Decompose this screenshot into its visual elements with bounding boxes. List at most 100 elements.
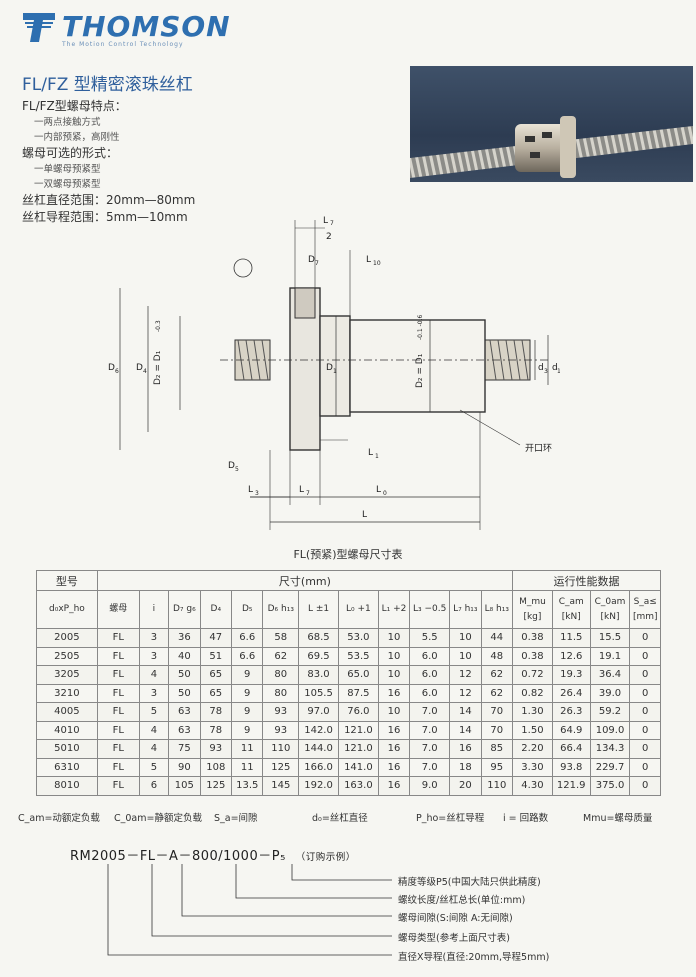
table-cell: 163.0 xyxy=(337,776,379,796)
table-cell: FL xyxy=(96,702,140,722)
table-cell: 0 xyxy=(629,665,661,685)
table-cell: FL xyxy=(96,683,140,703)
table-cell: 26.3 xyxy=(551,702,591,722)
table-cell: 65 xyxy=(199,683,233,703)
table-cell: FL xyxy=(96,665,140,685)
feature-item: 一双螺母预紧型 xyxy=(34,179,101,190)
label-l3-sub: 3 xyxy=(255,490,259,497)
table-cell: 11.5 xyxy=(551,628,591,648)
table-cell: 229.7 xyxy=(589,757,631,777)
table-cell: FL xyxy=(96,720,140,740)
table-cell: 6.0 xyxy=(409,665,451,685)
table-cell: 44 xyxy=(480,628,514,648)
table-cell: 3205 xyxy=(36,665,98,685)
table-cell: 78 xyxy=(199,720,233,740)
table-cell: 4005 xyxy=(36,702,98,722)
ball-screw-photo-icon xyxy=(410,116,693,178)
nut-sleeve xyxy=(349,319,486,413)
table-cell: 0 xyxy=(629,776,661,796)
table-cell: 53.5 xyxy=(337,646,379,666)
label-l1: L xyxy=(368,448,373,458)
table-cell: 51 xyxy=(199,646,233,666)
table-cell: 4 xyxy=(138,720,170,740)
table-cell: 90 xyxy=(168,757,201,777)
table-cell: 39.0 xyxy=(589,683,631,703)
label-d7: D xyxy=(308,255,315,265)
table-cell: 145 xyxy=(262,776,300,796)
label-L: L xyxy=(362,510,367,520)
feature-item: 一单螺母预紧型 xyxy=(34,164,101,175)
table-cell: 0 xyxy=(629,683,661,703)
label-d1b-sub: 1 xyxy=(557,368,560,375)
table-cell: 109.0 xyxy=(589,720,631,740)
table-cell: 12.6 xyxy=(551,646,591,666)
table-cell: 0 xyxy=(629,739,661,759)
table-cell: 8010 xyxy=(36,776,98,796)
table-cell: 6 xyxy=(138,776,170,796)
column-header: L₁ +2 xyxy=(377,590,411,629)
table-caption: FL(预紧)型螺母尺寸表 xyxy=(293,548,403,561)
order-note: 精度等级P5(中国大陆只供此精度) xyxy=(398,877,541,888)
table-cell: 48 xyxy=(480,646,514,666)
table-cell: 70 xyxy=(480,720,514,740)
order-example-label: （订购示例） xyxy=(295,852,356,863)
label-l0-sub: 0 xyxy=(383,490,387,497)
order-note: 直径X导程(直径:20mm,导程5mm) xyxy=(398,952,550,963)
label-l7-bottom-sub: 7 xyxy=(306,490,310,497)
order-note: 螺纹长度/丝杠总长(单位:mm) xyxy=(398,895,526,906)
table-cell: 62 xyxy=(480,683,514,703)
table-cell: 26.4 xyxy=(551,683,591,703)
table-cell: 4010 xyxy=(36,720,98,740)
table-cell: 0 xyxy=(629,646,661,666)
table-cell: 108 xyxy=(199,757,233,777)
label-l7-bottom: L xyxy=(299,485,304,495)
label-l7: L xyxy=(323,216,328,226)
table-cell: 87.5 xyxy=(337,683,379,703)
label-d1-sub: 1 xyxy=(333,368,337,375)
table-cell: 6.0 xyxy=(409,683,451,703)
table-cell: 40 xyxy=(168,646,201,666)
table-cell: 9 xyxy=(231,702,264,722)
brand-name: THOMSON xyxy=(62,10,231,43)
table-cell: 9 xyxy=(231,683,264,703)
features-heading-2: 螺母可选的形式： xyxy=(22,146,119,160)
label-d2-d1-tol: -0.3 xyxy=(155,320,162,332)
table-cell: 93 xyxy=(199,739,233,759)
table-cell: 0.72 xyxy=(512,665,553,685)
table-cell: 75 xyxy=(168,739,201,759)
table-cell: 141.0 xyxy=(337,757,379,777)
table-cell: 13.5 xyxy=(231,776,264,796)
table-cell: 5 xyxy=(138,702,170,722)
order-example: RM2005－FL－A－800/1000－P₅（订购示例） xyxy=(70,845,356,864)
label-d2-tol: -0.1 -0.6 xyxy=(417,314,424,340)
table-cell: 19.3 xyxy=(551,665,591,685)
table-cell: 121.0 xyxy=(337,739,379,759)
table-cell: 0 xyxy=(629,628,661,648)
legend-item: C_am=动额定负载 xyxy=(18,813,100,824)
table-cell: 16 xyxy=(377,757,411,777)
table-cell: 58 xyxy=(262,628,300,648)
table-cell: 47 xyxy=(199,628,233,648)
table-cell: 0.82 xyxy=(512,683,553,703)
table-cell: 66.4 xyxy=(551,739,591,759)
table-cell: 110 xyxy=(480,776,514,796)
table-cell: 14 xyxy=(449,720,482,740)
table-cell: 16 xyxy=(377,720,411,740)
label-d3-sub: 3 xyxy=(544,368,548,375)
table-cell: 3 xyxy=(138,683,170,703)
order-leader-lines xyxy=(107,864,392,956)
feature-item: 一内部预紧，高刚性 xyxy=(34,132,120,143)
table-cell: 105.5 xyxy=(298,683,339,703)
table-cell: 9.0 xyxy=(409,776,451,796)
table-cell: 62 xyxy=(480,665,514,685)
table-cell: 192.0 xyxy=(298,776,339,796)
table-cell: 16 xyxy=(377,683,411,703)
label-l1-sub: 1 xyxy=(375,453,379,460)
legend-item: d₀=丝杠直径 xyxy=(312,813,368,824)
table-cell: 110 xyxy=(262,739,300,759)
column-header: d₀xP_ho xyxy=(36,590,98,629)
table-cell: 19.1 xyxy=(589,646,631,666)
